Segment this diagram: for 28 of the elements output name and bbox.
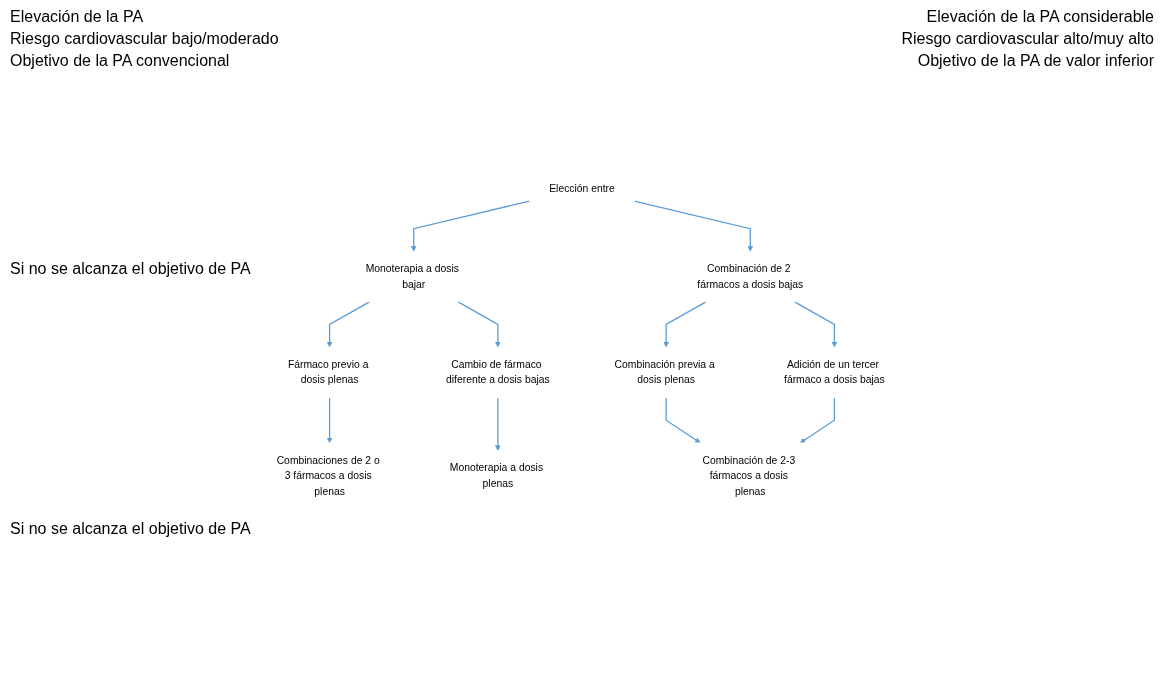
node-text: Combinación de 2 fármacos a dosis bajas xyxy=(697,262,804,290)
arrow xyxy=(495,396,501,451)
arrow xyxy=(799,396,836,444)
note-text: Si no se alcanza el objetivo de PA xyxy=(10,260,251,278)
arrow xyxy=(410,200,531,252)
node-text: Monoterapia a dosis bajar xyxy=(365,262,459,290)
node-text: Combinación de 2-3 fármacos a dosis plenas xyxy=(702,454,796,497)
node-text: Fármaco previo a dosis plenas xyxy=(287,358,369,386)
note-text: Riesgo cardiovascular bajo/moderado xyxy=(10,30,279,48)
arrow xyxy=(665,396,701,444)
arrow xyxy=(457,301,501,348)
arrow xyxy=(663,301,707,348)
arrow xyxy=(326,396,333,444)
arrow xyxy=(793,301,838,348)
node-text: Combinaciones de 2 o 3 fármacos a dosis plenas xyxy=(276,454,380,497)
note-text: Elevación de la PA xyxy=(10,8,144,26)
note-text: Objetivo de la PA de valor inferior xyxy=(917,52,1154,70)
arrow xyxy=(326,301,371,348)
note-text: Objetivo de la PA convencional xyxy=(10,52,230,70)
node-text: Cambio de fármaco diferente a dosis bajas xyxy=(446,358,550,386)
node-text: Elección entre xyxy=(549,182,615,194)
note-text: Riesgo cardiovascular alto/muy alto xyxy=(901,30,1154,48)
node-text: Monoterapia a dosis plenas xyxy=(449,462,544,489)
arrow xyxy=(633,200,754,252)
node-text: Combinación previa a dosis plenas xyxy=(614,358,715,386)
note-text: Si no se alcanza el objetivo de PA xyxy=(10,520,251,538)
note-text: Elevación de la PA considerable xyxy=(926,8,1154,26)
node-text: Adición de un tercer fármaco a dosis bajas xyxy=(784,358,885,386)
